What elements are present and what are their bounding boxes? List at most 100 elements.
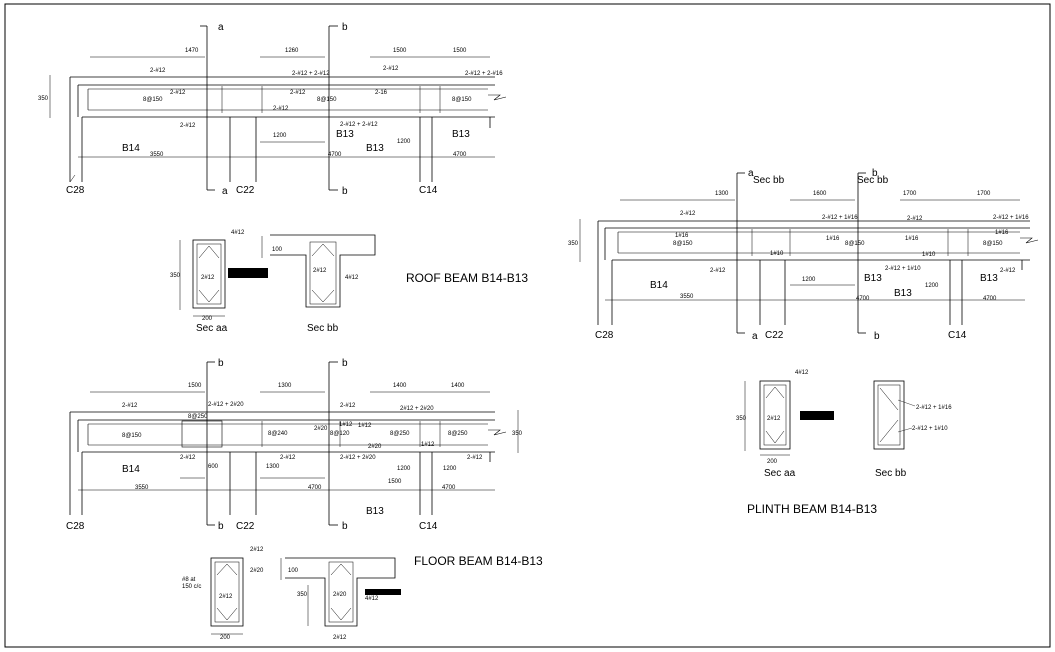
floor-cut-top-1: b xyxy=(218,358,224,369)
roof-dim-low-1: 1200 xyxy=(273,133,287,139)
roof-beam-b13-a: B13 xyxy=(336,129,354,140)
roof-bar-9: 2-#12 xyxy=(180,123,196,129)
roof-col-c22: C22 xyxy=(236,185,255,196)
roof-bar-2: 2-#12 + 2-#12 xyxy=(292,71,330,77)
plinth-dim-low-1: 1200 xyxy=(802,277,816,283)
roof-secbb-bar-mid: 2#12 xyxy=(313,268,327,274)
roof-beam-texts: a b a b 1470 1260 1500 1500 350 2-#12 2-… xyxy=(38,22,503,197)
roof-cut-b-bottom: b xyxy=(342,186,348,197)
floor-span-3: 4700 xyxy=(442,485,456,491)
floor-bar-1: 2-#12 xyxy=(122,403,138,409)
floor-beam-texts: b b b b 1500 1300 1400 1400 350 2-#12 2-… xyxy=(66,358,523,532)
plinth-bar-10: 2-#12 + 1#10 xyxy=(885,266,921,272)
roof-secaa-label: Sec aa xyxy=(196,323,228,334)
floor-secbb-depth: 350 xyxy=(297,592,308,598)
plinth-secaa-bar-mid: 2#12 xyxy=(767,416,781,422)
roof-dim-top-4: 1500 xyxy=(453,48,467,54)
plinth-beam-b13-b: B13 xyxy=(980,273,998,284)
floor-col-c28: C28 xyxy=(66,521,85,532)
plinth-bar-11: 2-#12 xyxy=(1000,268,1016,274)
plinth-dim-top-4: 1700 xyxy=(977,191,991,197)
plinth-bar-2: 2-#12 + 1#16 xyxy=(822,215,858,221)
plinth-bar-13: 1#10 xyxy=(922,252,936,258)
roof-stirrup-2: 8@150 xyxy=(317,97,337,103)
floor-secaa-bar-top: 2#12 xyxy=(250,547,264,553)
floor-stirrup-3: 8@240 xyxy=(268,431,288,437)
floor-dim-low-1: 600 xyxy=(208,464,219,470)
plinth-bar-4: 2-#12 + 1#16 xyxy=(993,215,1029,221)
roof-cut-a-bottom: a xyxy=(222,186,228,197)
plinth-beam-texts: a b a b Sec bb Sec bb 1300 1600 1700 170… xyxy=(568,168,1029,342)
roof-bar-7: 2-#12 xyxy=(290,90,306,96)
floor-secbb-slab: 100 xyxy=(288,568,299,574)
plinth-sec-bb-top-2: Sec bb xyxy=(857,175,889,186)
roof-bar-6: 2-16 xyxy=(375,90,388,96)
floor-bar-13: 1#12 xyxy=(421,442,435,448)
roof-beam-elevation xyxy=(49,25,507,191)
roof-beam-b14: B14 xyxy=(122,143,140,154)
plinth-dim-top-2: 1600 xyxy=(813,191,827,197)
floor-cut-bottom-1: b xyxy=(218,521,224,532)
plinth-bar-7: 1#16 xyxy=(905,236,919,242)
floor-secbb-bar-bot2: 4#12 xyxy=(365,596,379,602)
roof-bar-3: 2-#12 xyxy=(383,66,399,72)
floor-beam-b13: B13 xyxy=(366,506,384,517)
floor-bar-12: 2#20 xyxy=(368,444,382,450)
floor-dim-top-1: 1500 xyxy=(188,383,202,389)
plinth-secaa-depth: 350 xyxy=(736,416,747,422)
roof-span-2: 4700 xyxy=(328,152,342,158)
floor-bar-11: 1#12 xyxy=(358,423,372,429)
floor-dim-top-2: 1300 xyxy=(278,383,292,389)
floor-dim-top-3: 1400 xyxy=(393,383,407,389)
plinth-dim-top-3: 1700 xyxy=(903,191,917,197)
sheet-border xyxy=(4,3,1051,648)
plinth-cut-b-top: b xyxy=(872,168,878,179)
plinth-cut-a-bottom: a xyxy=(752,331,758,342)
floor-secbb-bar-bot: 2#12 xyxy=(333,635,347,641)
roof-cut-b-top: b xyxy=(342,22,348,33)
roof-bar-4: 2-#12 + 2-#16 xyxy=(465,71,503,77)
floor-stirrup-2: 8@150 xyxy=(122,433,142,439)
plinth-stirrup-1: 8@150 xyxy=(673,241,693,247)
roof-beam-b13-c: B13 xyxy=(366,143,384,154)
floor-secaa-bar-side: 2#20 xyxy=(250,568,264,574)
floor-secaa-bar-mid: 2#12 xyxy=(219,594,233,600)
plinth-sec-bb xyxy=(873,380,916,450)
roof-beam-b13-b: B13 xyxy=(452,129,470,140)
plinth-cut-b-bottom: b xyxy=(874,331,880,342)
floor-col-c22: C22 xyxy=(236,521,255,532)
roof-secbb-slab: 100 xyxy=(272,247,283,253)
roof-dim-top-1: 1470 xyxy=(185,48,199,54)
plinth-bar-1: 2-#12 xyxy=(680,211,696,217)
roof-sec-aa xyxy=(179,239,268,317)
plinth-secbb-label: Sec bb xyxy=(875,468,907,479)
roof-cut-a-top: a xyxy=(218,22,224,33)
plinth-bar-6: 1#16 xyxy=(826,236,840,242)
roof-bar-5: 2-#12 xyxy=(170,90,186,96)
plinth-secaa-width: 200 xyxy=(767,459,778,465)
roof-bar-1: 2-#12 xyxy=(150,68,166,74)
plinth-secaa-bar-top: 4#12 xyxy=(795,370,809,376)
floor-secaa-note-2: 150 c/c xyxy=(182,584,201,590)
floor-span-1: 3550 xyxy=(135,485,149,491)
plinth-bar-9: 2-#12 xyxy=(710,268,726,274)
floor-span-2: 4700 xyxy=(308,485,322,491)
floor-secbb-bar-mid: 2#20 xyxy=(333,592,347,598)
plinth-secbb-bar-bot: 2-#12 + 1#10 xyxy=(912,426,948,432)
floor-dim-low-3: 1200 xyxy=(397,466,411,472)
floor-bar-10: 2#20 xyxy=(314,426,328,432)
floor-dim-depth: 350 xyxy=(512,431,523,437)
plinth-beam-title: PLINTH BEAM B14-B13 xyxy=(747,502,877,516)
plinth-cut-a-top: a xyxy=(748,168,754,179)
plinth-col-c22: C22 xyxy=(765,330,784,341)
floor-dim-low-4: 1200 xyxy=(443,466,457,472)
roof-secaa-depth: 350 xyxy=(170,273,181,279)
plinth-beam-b14: B14 xyxy=(650,280,668,291)
roof-bar-10: 2-#12 xyxy=(273,106,289,112)
floor-secaa-note-1: #8 at xyxy=(182,577,196,583)
floor-dim-top-4: 1400 xyxy=(451,383,465,389)
plinth-col-c14: C14 xyxy=(948,330,967,341)
roof-dim-depth: 350 xyxy=(38,96,49,102)
plinth-col-c28: C28 xyxy=(595,330,614,341)
